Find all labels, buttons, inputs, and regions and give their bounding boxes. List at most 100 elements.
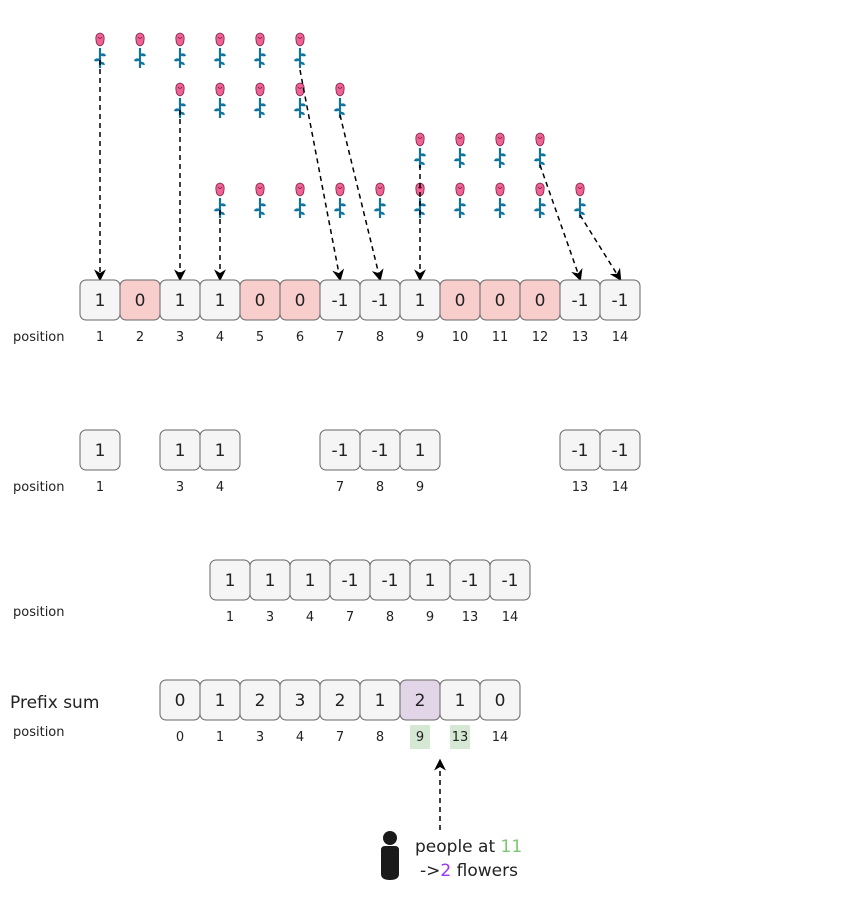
row1-position-12: 12 bbox=[532, 330, 549, 345]
rose-icon bbox=[452, 131, 468, 170]
rose-icon bbox=[292, 31, 308, 70]
row4-cell-5-value: 2 bbox=[335, 691, 346, 711]
caption-line1: people at 11 bbox=[415, 837, 522, 857]
row1-position-6: 6 bbox=[296, 330, 304, 345]
rose-icon bbox=[332, 81, 348, 120]
row3-position-3: 4 bbox=[306, 610, 314, 625]
row4-position-9: 14 bbox=[492, 730, 509, 745]
row1-cell-2-value: 0 bbox=[135, 291, 146, 311]
rose-icon bbox=[212, 81, 228, 120]
row4-position-7: 9 bbox=[416, 730, 424, 745]
caption-line1-prefix: people at bbox=[415, 837, 501, 857]
row3-position-8: 14 bbox=[502, 610, 519, 625]
row1-position-11: 11 bbox=[492, 330, 509, 345]
row4-position-8: 13 bbox=[452, 730, 469, 745]
caption-query-value: 11 bbox=[501, 837, 523, 857]
row1-cell-12-value: 0 bbox=[535, 291, 546, 311]
row3-position-6: 9 bbox=[426, 610, 434, 625]
row4-position-3: 3 bbox=[256, 730, 264, 745]
rose-icon bbox=[532, 181, 548, 220]
row4-cell-9-box bbox=[479, 679, 521, 721]
rose-icon bbox=[492, 131, 508, 170]
row4-cell-9-value: 0 bbox=[495, 691, 506, 711]
arrow-to-pos8 bbox=[339, 114, 384, 282]
row1-cell-3-value: 1 bbox=[175, 291, 186, 311]
row3-cell-7-value: -1 bbox=[462, 571, 479, 591]
row2-position-6: 9 bbox=[416, 480, 424, 495]
row4-cell-1-value: 0 bbox=[175, 691, 186, 711]
rose-icon bbox=[572, 181, 588, 220]
row2-cell-4-value: -1 bbox=[332, 441, 349, 461]
row3-position-1: 1 bbox=[226, 610, 234, 625]
arrows-group bbox=[94, 60, 622, 282]
row1-position-8: 8 bbox=[376, 330, 384, 345]
row4-position-highlight-7 bbox=[410, 725, 430, 749]
row4-position-6: 8 bbox=[376, 730, 384, 745]
row3-cell-6-value: 1 bbox=[425, 571, 436, 591]
row2-cell-1-value: 1 bbox=[95, 441, 106, 461]
row2-position-4: 7 bbox=[336, 480, 344, 495]
row3-cell-4-value: -1 bbox=[342, 571, 359, 591]
row2-cell-8-box bbox=[599, 429, 641, 471]
row1-position-14: 14 bbox=[612, 330, 629, 345]
row1-position-2: 2 bbox=[136, 330, 144, 345]
rose-icon bbox=[252, 181, 268, 220]
caption-line2-suffix: flowers bbox=[451, 861, 518, 881]
row2-position-3: 4 bbox=[216, 480, 224, 495]
rose-icon bbox=[412, 131, 428, 170]
row1-cell-7-value: -1 bbox=[332, 291, 349, 311]
row1-cell-13-value: -1 bbox=[572, 291, 589, 311]
row3-cell-8-value: -1 bbox=[502, 571, 519, 591]
prefix-sum-label: Prefix sum bbox=[10, 693, 99, 713]
row3-position-7: 13 bbox=[462, 610, 479, 625]
row1-cell-8-value: -1 bbox=[372, 291, 389, 311]
rose-icon bbox=[452, 181, 468, 220]
rose-icon bbox=[492, 181, 508, 220]
row2-position-2: 3 bbox=[176, 480, 184, 495]
row2-position-1: 1 bbox=[96, 480, 104, 495]
row3-position-4: 7 bbox=[346, 610, 354, 625]
row1-position-1: 1 bbox=[96, 330, 104, 345]
row4-cell-2-value: 1 bbox=[215, 691, 226, 711]
row1-cell-14-box bbox=[599, 279, 641, 321]
row2-cell-1-box bbox=[79, 429, 121, 471]
row2-cell-3-value: 1 bbox=[215, 441, 226, 461]
caption-line2: ->2 flowers bbox=[420, 861, 518, 881]
row1-cell-1-value: 1 bbox=[95, 291, 106, 311]
row2-position-7: 13 bbox=[572, 480, 589, 495]
row1-position-4: 4 bbox=[216, 330, 224, 345]
row1-position-3: 3 bbox=[176, 330, 184, 345]
row3-position-2: 3 bbox=[266, 610, 274, 625]
rose-icon bbox=[212, 31, 228, 70]
row1-position-7: 7 bbox=[336, 330, 344, 345]
row1-cell-14-value: -1 bbox=[612, 291, 629, 311]
row4-position-4: 4 bbox=[296, 730, 304, 745]
row3-cell-1-value: 1 bbox=[225, 571, 236, 591]
row2-position-8: 14 bbox=[612, 480, 629, 495]
rose-icon bbox=[252, 31, 268, 70]
row4-cell-7-value: 2 bbox=[415, 691, 426, 711]
arrow-to-pos13 bbox=[539, 164, 583, 282]
row2-cell-5-value: -1 bbox=[372, 441, 389, 461]
rose-icon bbox=[132, 31, 148, 70]
row1-cell-6-value: 0 bbox=[295, 291, 306, 311]
row4-position-5: 7 bbox=[336, 730, 344, 745]
row4-position-label: position bbox=[13, 725, 65, 740]
row1-position-label: position bbox=[13, 330, 65, 345]
row4-cell-4-value: 3 bbox=[295, 691, 306, 711]
row4-cell-3-value: 2 bbox=[255, 691, 266, 711]
row1-position-13: 13 bbox=[572, 330, 589, 345]
arrow-to-pos7 bbox=[299, 69, 345, 282]
row3-cell-3-value: 1 bbox=[305, 571, 316, 591]
row1-position-9: 9 bbox=[416, 330, 424, 345]
row1-cell-10-value: 0 bbox=[455, 291, 466, 311]
row1-cell-5-value: 0 bbox=[255, 291, 266, 311]
row3-position-5: 8 bbox=[386, 610, 394, 625]
person-icon bbox=[381, 831, 399, 880]
row4-position-1: 0 bbox=[176, 730, 184, 745]
row1-position-10: 10 bbox=[452, 330, 469, 345]
